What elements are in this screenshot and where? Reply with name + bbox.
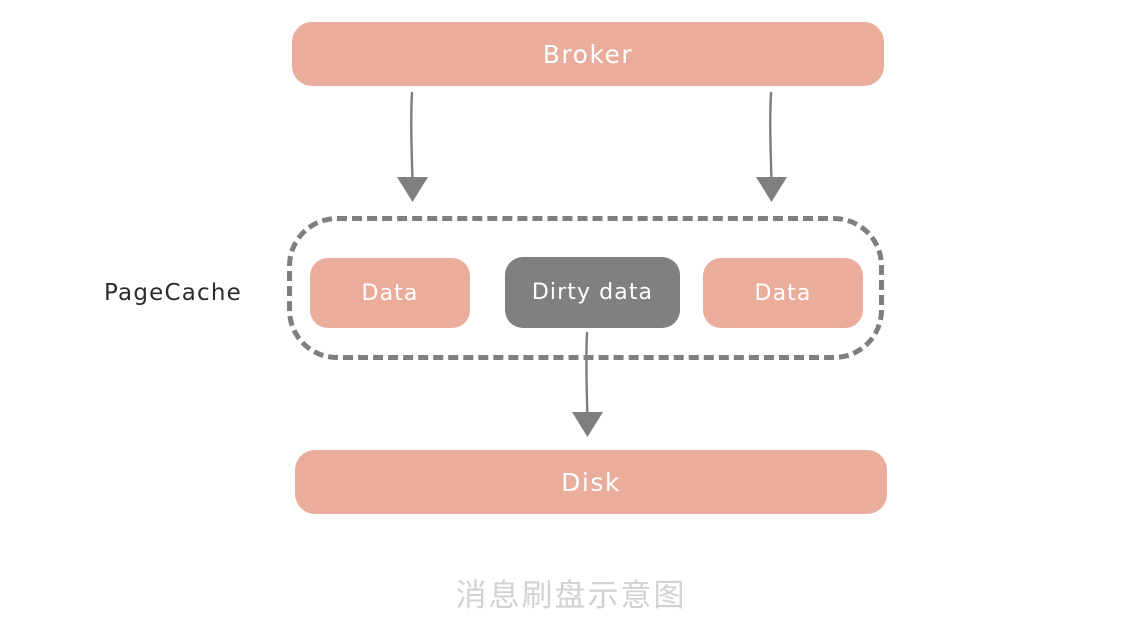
diagram-caption: 消息刷盘示意图: [455, 578, 687, 614]
cache-cell-dirty-data[interactable]: Dirty data: [505, 257, 680, 328]
cache-cell-label: Dirty data: [531, 280, 654, 305]
cache-cell-data-right[interactable]: Data: [703, 258, 863, 328]
cache-cell-label: Data: [754, 280, 812, 306]
disk-label: Disk: [561, 467, 621, 497]
cache-cell-data-left[interactable]: Data: [310, 258, 470, 328]
arrow-broker-to-pagecache-right: [756, 91, 787, 202]
pagecache-label: PageCache: [104, 280, 243, 306]
arrow-broker-to-pagecache-left: [397, 91, 428, 202]
cache-cell-label: Data: [361, 280, 419, 306]
broker-node[interactable]: Broker: [292, 22, 884, 86]
disk-node[interactable]: Disk: [295, 450, 887, 514]
broker-label: Broker: [542, 39, 634, 69]
